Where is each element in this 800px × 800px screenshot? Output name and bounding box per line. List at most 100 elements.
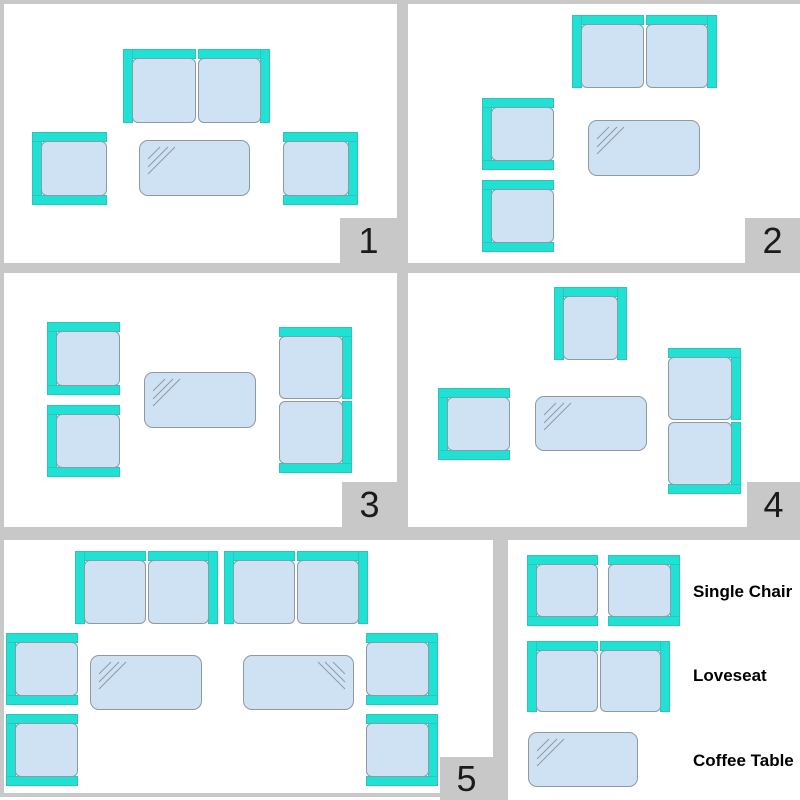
layout-number-badge: 2 — [745, 218, 800, 263]
coffee-table — [528, 732, 638, 787]
row-divider-1 — [0, 263, 800, 273]
single-chair — [608, 555, 680, 626]
seat-cushion — [581, 24, 644, 88]
glass-hatch-marks — [543, 402, 572, 431]
seat-cushion — [41, 141, 107, 196]
glass-hatch-marks — [536, 738, 565, 767]
loveseat — [75, 551, 218, 624]
frame-bar — [482, 242, 554, 252]
frame-bar — [260, 49, 270, 123]
layout-panel-5 — [4, 540, 493, 793]
row-divider-2 — [0, 527, 800, 540]
frame-bar — [668, 484, 741, 494]
frame-bar — [47, 467, 120, 477]
single-chair — [283, 132, 358, 205]
glass-hatch-marks — [152, 378, 181, 407]
frame-bar — [279, 463, 352, 473]
coffee-table — [588, 120, 700, 176]
loveseat — [572, 15, 717, 88]
frame-bar — [707, 15, 717, 88]
column-divider-row3 — [493, 540, 508, 800]
coffee-table — [535, 396, 647, 451]
loveseat — [527, 641, 670, 712]
layout-number-badge: 1 — [340, 218, 397, 263]
seat-cushion — [132, 58, 196, 123]
legend-label-coffee-table: Coffee Table — [693, 751, 794, 770]
seat-cushion — [668, 357, 732, 420]
coffee-table — [139, 140, 250, 196]
seat-cushion — [536, 564, 598, 617]
top-border — [0, 0, 800, 4]
left-border — [0, 0, 4, 797]
layout-number-badge: 3 — [342, 482, 397, 527]
frame-bar — [608, 616, 680, 626]
seat-cushion — [491, 189, 554, 243]
seat-cushion — [84, 560, 146, 624]
frame-bar — [283, 195, 358, 205]
single-chair — [366, 633, 438, 705]
seat-cushion — [279, 401, 343, 464]
legend-label-loveseat: Loveseat — [693, 666, 767, 685]
seat-cushion — [447, 397, 510, 451]
frame-bar — [527, 616, 598, 626]
seat-cushion — [563, 296, 618, 360]
frame-bar — [482, 160, 554, 170]
seat-cushion — [56, 414, 120, 468]
frame-bar — [6, 695, 78, 705]
seat-cushion — [56, 331, 120, 386]
loveseat — [224, 551, 368, 624]
legend-label-single-chair: Single Chair — [693, 582, 793, 601]
coffee-table — [144, 372, 256, 428]
frame-bar — [731, 348, 741, 420]
loveseat — [668, 348, 741, 494]
coffee-table — [90, 655, 202, 710]
seat-cushion — [608, 564, 671, 617]
seat-cushion — [147, 560, 209, 624]
layout-number-badge: 4 — [747, 482, 800, 527]
seat-cushion — [15, 723, 78, 777]
loveseat — [279, 327, 352, 473]
single-chair — [47, 405, 120, 477]
layout-panel-1 — [4, 4, 397, 263]
frame-bar — [438, 450, 510, 460]
frame-bar — [208, 551, 218, 624]
single-chair — [6, 633, 78, 705]
seat-cushion — [536, 650, 598, 712]
frame-bar — [6, 776, 78, 786]
frame-bar — [32, 195, 107, 205]
frame-bar — [617, 287, 627, 360]
seat-cushion — [197, 58, 261, 123]
seat-cushion — [297, 560, 359, 624]
layout-panel-2 — [408, 4, 800, 263]
column-divider-row1 — [397, 4, 408, 263]
glass-hatch-marks — [98, 661, 127, 690]
seat-cushion — [233, 560, 295, 624]
frame-bar — [342, 327, 352, 399]
seat-cushion — [645, 24, 708, 88]
single-chair — [527, 555, 598, 626]
column-divider-row2 — [397, 273, 408, 527]
glass-hatch-marks — [147, 146, 176, 175]
seat-cushion — [366, 642, 429, 696]
bottom-border — [0, 793, 493, 797]
seat-cushion — [366, 723, 429, 777]
glass-hatch-marks — [317, 661, 346, 690]
single-chair — [32, 132, 107, 205]
glass-hatch-marks — [596, 126, 625, 155]
frame-bar — [47, 385, 120, 395]
layout-panel-3 — [4, 273, 397, 527]
single-chair — [554, 287, 627, 360]
single-chair — [438, 388, 510, 460]
single-chair — [366, 714, 438, 786]
seat-cushion — [279, 336, 343, 399]
frame-bar — [358, 551, 368, 624]
single-chair — [482, 98, 554, 170]
seat-cushion — [491, 107, 554, 161]
single-chair — [47, 322, 120, 395]
layout-panel-4 — [408, 273, 800, 527]
seat-cushion — [283, 141, 349, 196]
frame-bar — [366, 776, 438, 786]
seat-cushion — [668, 422, 732, 485]
